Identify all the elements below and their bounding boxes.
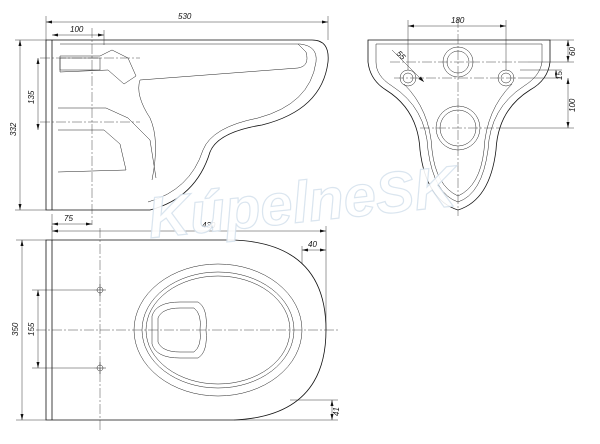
dim-top-bottom-offset: 41 [332,407,341,416]
side-view: 530 100 332 135 75 [9,12,329,230]
dim-top-bolt-spacing: 155 [27,322,36,336]
dim-front-upper-offset: 60 [568,47,577,56]
side-profile-outer [45,39,329,211]
dim-side-height: 332 [9,122,18,136]
top-view: 430 40 350 155 41 [11,221,341,432]
watermark: KúpelneSK [145,154,464,251]
side-bowl-edge [60,43,317,203]
dim-top-length: 430 [202,221,216,230]
dim-front-lower-offset: 100 [568,98,577,112]
side-inlet-pipe [59,57,101,71]
dim-top-width: 350 [11,322,20,336]
dim-front-small-offset: 15 [555,71,564,80]
dim-side-bottom-offset: 75 [64,214,73,223]
dim-side-length: 530 [178,12,192,21]
top-outlet-opening [151,301,207,359]
side-inlet [59,49,137,85]
side-bowl-inner [138,43,308,181]
side-outlet [57,107,157,179]
dim-front-width: 180 [451,16,465,25]
front-view: 180 55 60 15 100 [367,16,577,216]
dim-side-top-offset: 100 [70,25,84,34]
front-outline [367,39,551,211]
dim-side-inner-height: 135 [27,90,36,104]
dim-front-hole-diameter: 55 [395,49,408,62]
dim-top-rim-offset: 40 [308,240,317,249]
